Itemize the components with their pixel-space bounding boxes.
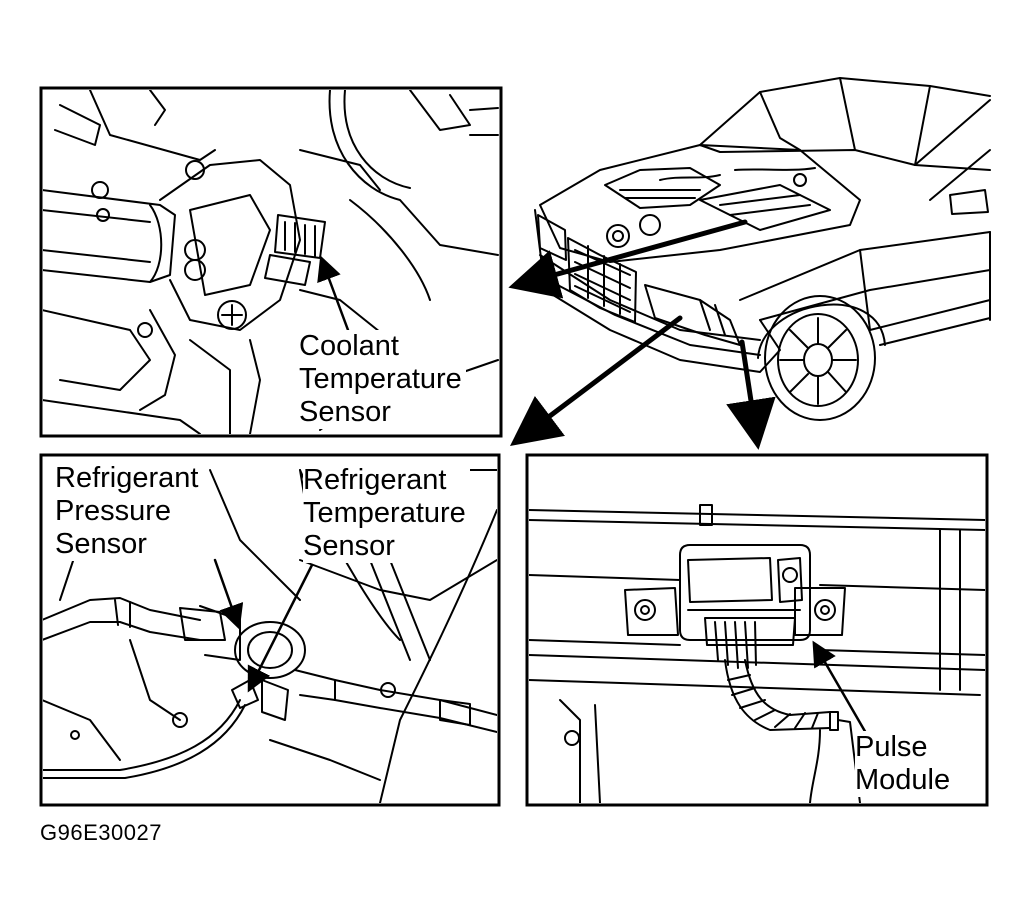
- label-line: Temperature: [299, 363, 462, 395]
- arrow-to-refrigerant-panel: [510, 315, 683, 447]
- pulse-module-label: Pulse Module: [855, 731, 955, 797]
- pulse-panel-illustration: [529, 504, 985, 803]
- callout-arrows: [508, 219, 776, 450]
- label-line: Pulse: [855, 731, 928, 763]
- label-line: Sensor: [299, 396, 391, 428]
- refrigerant-sensor-panel: [39, 453, 501, 807]
- label-line: Module: [855, 764, 951, 796]
- label-line: Temperature: [303, 497, 466, 529]
- leader-refrigerant-pressure: [213, 558, 244, 630]
- label-line: Sensor: [303, 530, 395, 562]
- arrow-to-pulse-panel: [726, 339, 776, 450]
- leader-refrigerant-temperature: [247, 563, 314, 693]
- leader-coolant-sensor: [317, 255, 350, 332]
- figure-code: G96E30027: [40, 820, 162, 845]
- label-line: Pressure: [55, 495, 172, 527]
- coolant-temperature-sensor-label: Coolant Temperature Sensor: [299, 330, 466, 429]
- car-illustration: [534, 77, 991, 421]
- label-line: Refrigerant: [55, 462, 199, 494]
- arrow-to-coolant-panel: [508, 219, 748, 299]
- leader-lines: [213, 255, 872, 742]
- refrigerant-temperature-sensor-label: Refrigerant Temperature Sensor: [303, 464, 470, 563]
- refrigerant-pressure-sensor-label: Refrigerant Pressure Sensor: [55, 462, 203, 561]
- label-line: Coolant: [299, 330, 399, 362]
- coolant-sensor-panel: [39, 86, 503, 438]
- pulse-module-panel: [525, 453, 989, 807]
- label-line: Refrigerant: [303, 464, 447, 496]
- label-line: Sensor: [55, 528, 147, 560]
- leader-pulse-module: [812, 640, 872, 742]
